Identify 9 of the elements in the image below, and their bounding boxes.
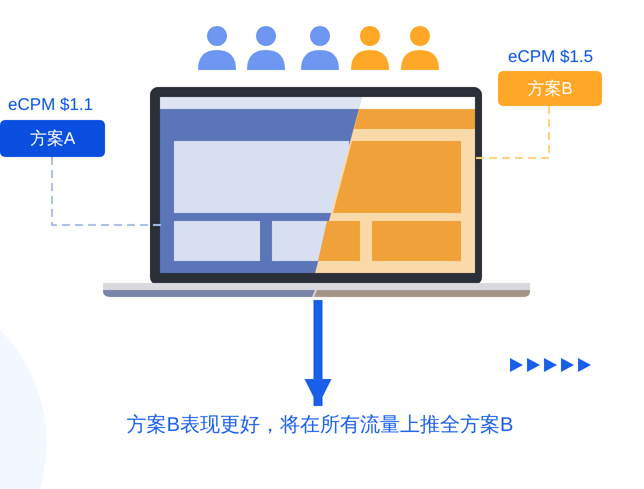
- metric-label: eCPM $1.1: [8, 95, 94, 115]
- arrow: [304, 300, 332, 406]
- metric-label: eCPM $1.5: [508, 47, 594, 67]
- conclusion-text: 方案B表现更好，将在所有流量上推全方案B: [90, 408, 550, 442]
- leader-line: [475, 106, 550, 159]
- laptop-drawing: [103, 87, 530, 297]
- plan-label: 方案A: [0, 120, 105, 157]
- plan-label: 方案B: [498, 71, 602, 106]
- screen-half: [315, 97, 475, 273]
